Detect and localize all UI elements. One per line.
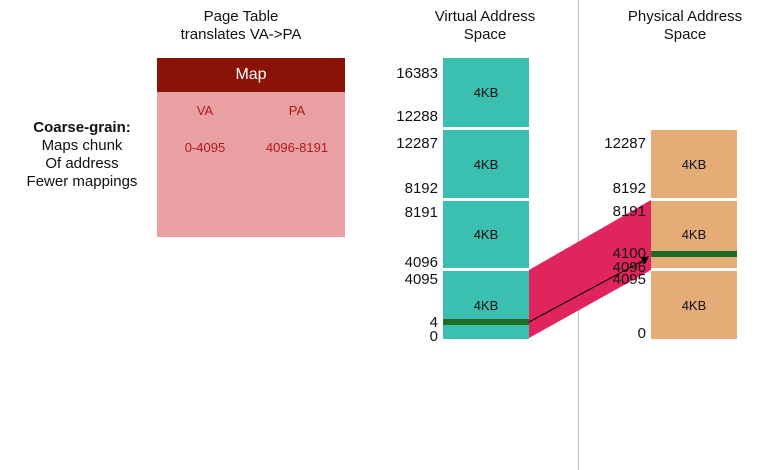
virtual-address-label: 12287 [396,135,438,152]
virtual-page-block: 4KB [443,271,529,339]
note-line: Fewer mappings [26,173,138,190]
virtual-page-block: 4KB [443,130,529,198]
physical-page-block: 4KB [651,201,737,268]
virtual-address-label: 16383 [396,65,438,82]
virtual-address-label: 8192 [404,180,438,197]
virtual-title-line2: Space [463,26,507,43]
page-table-header: Map [157,58,345,92]
arrow-head [641,256,649,264]
note-line: Of address [45,155,119,172]
pa-range-cell: 4096-8191 [265,140,329,155]
page-table: Map VA PA 0-4095 4096-8191 [157,58,345,237]
page-table-title: Page Table translates VA->PA [150,8,332,44]
note-line: Maps chunk [41,137,123,154]
physical-address-label: 8192 [612,180,646,197]
pa-column-header: PA [288,103,306,118]
physical-address-label: 0 [637,325,646,342]
physical-address-label: 8191 [612,203,646,220]
virtual-address-marker [443,319,529,325]
physical-page-block: 4KB [651,271,737,339]
physical-address-label: 4100 [612,245,646,262]
virtual-title-line1: Virtual Address [434,8,536,25]
physical-title-line1: Physical Address [627,8,743,25]
virtual-page-block: 4KB [443,201,529,268]
coarse-grain-note: Coarse-grain: Maps chunk Of address Fewe… [8,119,156,191]
physical-address-marker [651,251,737,257]
va-range-cell: 0-4095 [184,140,226,155]
note-heading: Coarse-grain: [33,119,131,136]
physical-address-label: 4096 [612,259,646,276]
page-table-title-line2: translates VA->PA [180,26,302,43]
virtual-address-label: 4095 [404,271,438,288]
physical-space-title: Physical Address Space [610,8,760,44]
mapping-band [529,200,651,338]
va-column-header: VA [196,103,214,118]
divider-line [578,0,579,470]
physical-address-label: 4095 [612,271,646,288]
virtual-address-label: 0 [429,328,438,345]
mapping-arrow [528,258,647,323]
virtual-address-label: 4096 [404,254,438,271]
page-table-title-line1: Page Table [203,8,279,25]
virtual-address-label: 8191 [404,204,438,221]
physical-title-line2: Space [663,26,707,43]
virtual-space-title: Virtual Address Space [410,8,560,44]
virtual-address-label: 12288 [396,108,438,125]
virtual-address-label: 4 [429,314,438,331]
virtual-page-block: 4KB [443,58,529,127]
physical-address-label: 12287 [604,135,646,152]
physical-page-block: 4KB [651,130,737,198]
